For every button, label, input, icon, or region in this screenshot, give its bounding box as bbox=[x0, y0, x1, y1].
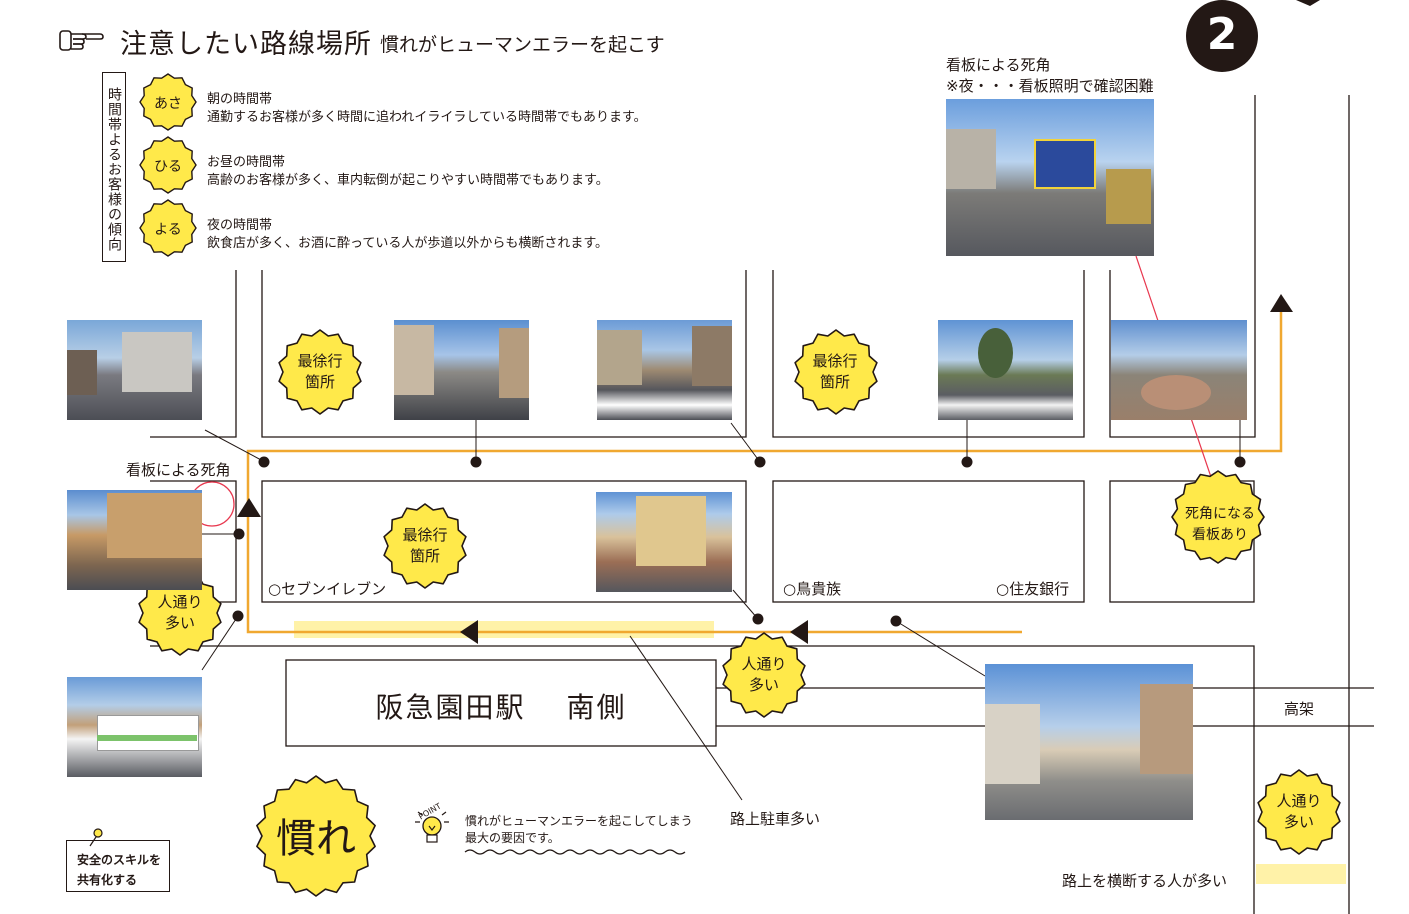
page-subtitle: 慣れがヒューマンエラーを起こす bbox=[380, 34, 665, 56]
street-outlines bbox=[150, 95, 1374, 914]
street-photo-large bbox=[985, 664, 1193, 820]
street-photo-4 bbox=[938, 320, 1073, 420]
left-blind-note: 看板による死角 bbox=[126, 461, 231, 479]
night-heading: 夜の時間帯 bbox=[207, 218, 273, 233]
legend-vertical-label: 時間帯よるお客様の傾向 bbox=[102, 72, 126, 262]
burst-blind-sign bbox=[1171, 470, 1265, 564]
landmark-torikizoku: ○鳥貴族 bbox=[783, 580, 842, 598]
crowd-label-1: 人通り多い bbox=[157, 593, 203, 632]
street-photo-1 bbox=[67, 320, 202, 420]
parking-note: 路上駐車多い bbox=[730, 810, 821, 828]
street-photo-5 bbox=[1111, 320, 1247, 420]
top-note-line1: 看板による死角 bbox=[946, 56, 1051, 74]
page-number-badge: 2 bbox=[1186, 0, 1258, 72]
crossing-zone-highlight-2 bbox=[1256, 864, 1346, 884]
nare-label: 慣れ bbox=[276, 816, 356, 862]
crossing-zone-highlight bbox=[294, 621, 714, 638]
route-arrow-left-2 bbox=[790, 620, 808, 644]
noon-heading: お昼の時間帯 bbox=[207, 155, 286, 170]
crowd-label-2: 人通り多い bbox=[741, 655, 787, 694]
stop-dots bbox=[232, 456, 1246, 627]
pointing-hand-icon bbox=[59, 30, 104, 51]
route-arrow-up-left bbox=[237, 498, 261, 517]
wavy-underline bbox=[464, 849, 686, 855]
burst-slow-3 bbox=[383, 503, 467, 589]
elevated-label: 高架 bbox=[1284, 700, 1315, 718]
burst-crowd-2 bbox=[722, 632, 806, 718]
street-photo-left-1 bbox=[67, 490, 202, 590]
corner-arrow bbox=[1296, 0, 1320, 6]
slow-zone-label-2: 最徐行箇所 bbox=[812, 352, 858, 391]
night-body: 飲食店が多く、お酒に酔っている人が歩道以外からも横断されます。 bbox=[207, 236, 609, 251]
morning-body: 通勤するお客様が多く時間に追われイライラしている時間帯でもあります。 bbox=[207, 110, 647, 125]
street-photo-3 bbox=[597, 320, 732, 420]
station-label: 阪急園田駅 南側 bbox=[375, 691, 627, 724]
skill-share-box: 安全のスキルを共有化する bbox=[66, 840, 170, 892]
street-photo-bus bbox=[67, 677, 202, 777]
crowd-label-3: 人通り多い bbox=[1276, 792, 1322, 831]
street-photo-center bbox=[596, 492, 732, 592]
burst-crowd-3 bbox=[1257, 769, 1341, 855]
badge-morning: あさ bbox=[154, 96, 182, 112]
crossing-note: 路上を横断する人が多い bbox=[1062, 872, 1228, 890]
slow-zone-label-3: 最徐行箇所 bbox=[402, 526, 448, 565]
point-text: 慣れがヒューマンエラーを起こしてしまう最大の要因です。 bbox=[465, 814, 693, 845]
burst-layer bbox=[138, 329, 1341, 897]
street-photo-signboard bbox=[946, 99, 1154, 256]
street-photo-2 bbox=[394, 320, 529, 420]
pin-icon bbox=[89, 828, 103, 847]
landmark-sumitomo-bank: ○住友銀行 bbox=[996, 580, 1070, 598]
bus-route bbox=[246, 305, 1283, 634]
route-arrow-left bbox=[460, 620, 478, 644]
burst-slow-1 bbox=[278, 329, 362, 415]
route-arrow-up bbox=[1270, 294, 1293, 312]
top-note-line2: ※夜・・・看板照明で確認困難 bbox=[946, 77, 1154, 95]
burst-crowd-1 bbox=[138, 570, 222, 656]
time-badge-shape-3 bbox=[139, 199, 197, 257]
time-badge-shape-1 bbox=[139, 73, 197, 131]
blind-sign-label: 死角になる看板あり bbox=[1185, 506, 1255, 543]
noon-body: 高齢のお客様が多く、車内転倒が起こりやすい時間帯でもあります。 bbox=[207, 173, 609, 188]
burst-nare bbox=[256, 775, 376, 897]
photo-leaders bbox=[201, 420, 1241, 801]
time-badges bbox=[139, 73, 197, 257]
lightbulb-icon bbox=[415, 811, 449, 843]
badge-noon: ひる bbox=[154, 159, 182, 175]
burst-slow-2 bbox=[794, 329, 878, 415]
morning-heading: 朝の時間帯 bbox=[207, 92, 273, 107]
time-badge-shape-2 bbox=[139, 136, 197, 194]
landmark-seven-eleven: ○セブンイレブン bbox=[268, 580, 387, 598]
badge-night: よる bbox=[154, 222, 182, 238]
slow-zone-label-1: 最徐行箇所 bbox=[297, 352, 343, 391]
page-title: 注意したい路線場所 bbox=[120, 29, 372, 60]
